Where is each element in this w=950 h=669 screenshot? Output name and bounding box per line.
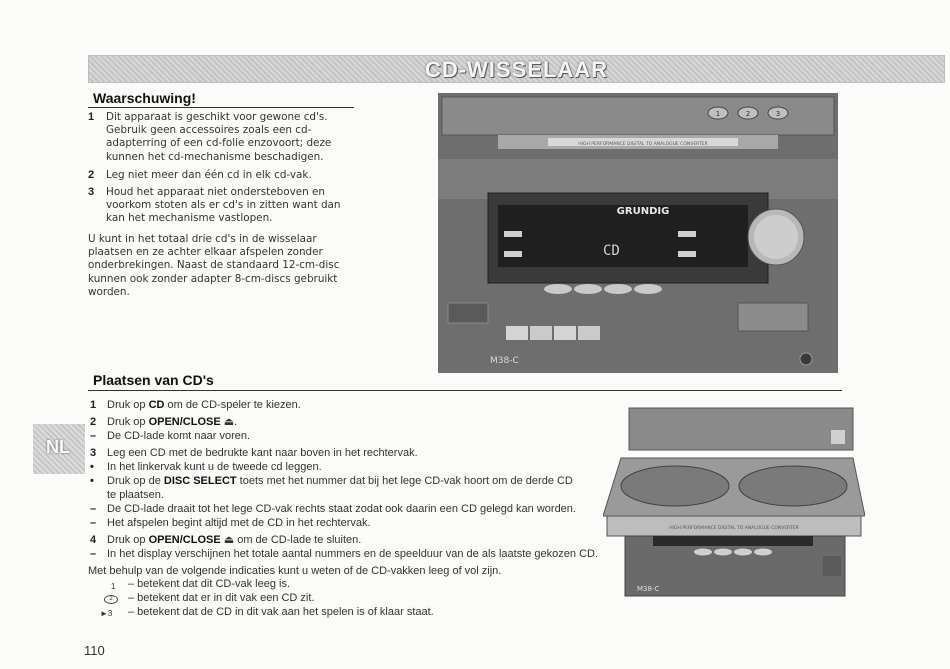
step-text: De CD-lade draait tot het lege CD-vak re… — [107, 503, 576, 515]
disc-2-label: 2 — [746, 110, 750, 118]
step-marker: 2 — [90, 416, 97, 428]
disc-1-label: 1 — [716, 110, 720, 118]
cd-changer-strip-text: HIGH PERFORMANCE DIGITAL TO ANALOGUE CON… — [578, 141, 707, 147]
step-marker: – — [90, 548, 97, 560]
indicator-text: – betekent dat dit CD-vak leeg is. — [128, 578, 291, 590]
warning-heading-rule — [88, 107, 354, 108]
language-tab-label: NL — [46, 437, 70, 457]
step-text: te plaatsen. — [107, 489, 164, 501]
step-text: De CD-lade komt naar voren. — [107, 430, 251, 442]
step-text: Druk op OPEN/CLOSE ⏏. — [107, 416, 238, 428]
language-tab: NL — [33, 424, 85, 474]
step-text: Het afspelen begint altijd met de CD in … — [107, 517, 371, 529]
indicator-text: – betekent dat de CD in dit vak aan het … — [128, 606, 434, 618]
indicator-playing-icon: ►3 — [100, 609, 113, 618]
step-marker: • — [90, 461, 94, 473]
model-label: M38-C — [490, 356, 519, 366]
loading-heading-rule — [88, 390, 842, 391]
step-text: Druk op CD om de CD-speler te kiezen. — [107, 399, 301, 411]
warning-item-text: Dit apparaat is geschikt voor gewone cd'… — [106, 111, 332, 163]
indicator-disc-icon: 2 — [104, 595, 118, 604]
page-title: CD-WISSELAAR — [424, 57, 609, 82]
warning-item-number: 3 — [88, 186, 95, 198]
warning-item-number: 2 — [88, 169, 95, 181]
tray-strip-text: HIGH PERFORMANCE DIGITAL TO ANALOGUE CON… — [669, 525, 798, 531]
loading-heading: Plaatsen van CD's — [93, 372, 214, 388]
indicator-symbol: 1 — [111, 582, 116, 591]
step-marker: – — [90, 503, 97, 515]
step-marker: – — [90, 517, 97, 529]
step-marker: • — [90, 475, 94, 487]
warning-item-text: Houd het apparaat niet ondersteboven en … — [106, 186, 341, 225]
page-number: 110 — [84, 643, 105, 658]
step-marker: – — [90, 430, 97, 442]
brand-logo: GRUNDIG — [617, 206, 670, 217]
cd-tray-open-photo: HIGH PERFORMANCE DIGITAL TO ANALOGUE CON… — [603, 407, 865, 597]
step-text: In het linkervak kunt u de tweede cd leg… — [107, 461, 322, 473]
indicator-text: – betekent dat er in dit vak een CD zit. — [128, 592, 315, 604]
step-text: Druk op de DISC SELECT toets met het num… — [107, 475, 573, 487]
step-marker: 3 — [90, 447, 97, 459]
step-marker: 4 — [90, 534, 97, 546]
step-marker: 1 — [90, 399, 97, 411]
warning-paragraph: U kunt in het totaal drie cd's in de wis… — [88, 233, 340, 298]
cd-changer-front-photo: HIGH PERFORMANCE DIGITAL TO ANALOGUE CON… — [438, 93, 838, 373]
section-banner: CD-WISSELAAR — [88, 55, 945, 83]
step-text: Leg een CD met de bedrukte kant naar bov… — [107, 447, 418, 459]
indicator-intro: Met behulp van de volgende indicaties ku… — [88, 565, 502, 577]
display-cd-text: CD — [603, 243, 620, 259]
step-text: In het display verschijnen het totale aa… — [107, 548, 599, 560]
warning-item-text: Leg niet meer dan één cd in elk cd-vak. — [106, 169, 312, 181]
warning-item-number: 1 — [88, 111, 95, 123]
disc-3-label: 3 — [776, 110, 780, 118]
tray-model-label: M38-C — [637, 585, 659, 593]
step-text: Druk op OPEN/CLOSE ⏏ om de CD-lade te sl… — [107, 534, 362, 546]
warning-heading: Waarschuwing! — [93, 90, 196, 106]
